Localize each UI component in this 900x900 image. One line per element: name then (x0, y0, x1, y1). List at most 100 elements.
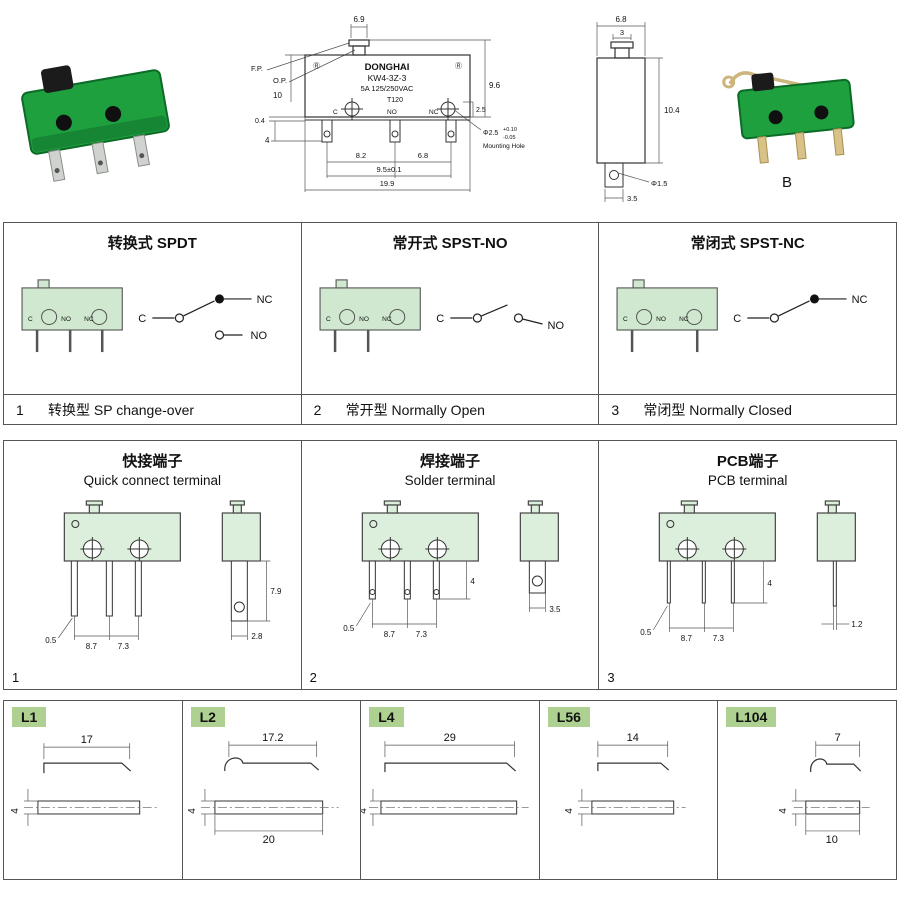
terminal-col-pcb: PCB端子 PCB terminal 0.5 8.7 7.3 4 (599, 441, 896, 689)
dimension-lines (528, 593, 546, 612)
switch-photo-body (722, 71, 855, 164)
dim-label: 10 (826, 834, 838, 846)
dim-label: Φ1.5 (651, 179, 667, 188)
dim-label: 29 (444, 732, 456, 744)
lever-tag: L2 (190, 707, 225, 727)
dim-label: 8.7 (681, 634, 693, 643)
dim-label: 17 (81, 734, 93, 746)
nc-contact (810, 294, 820, 304)
lever-col-l56: L56 14 4 (540, 701, 719, 879)
dim-label: 10 (273, 91, 282, 100)
circuit-label-c: C (734, 313, 742, 325)
dim-label: 0.5 (641, 628, 653, 637)
lever-col-l104: L104 7 4 10 (718, 701, 896, 879)
side-view (221, 500, 261, 622)
terminal-header-cn: 焊接端子 (420, 453, 481, 470)
dimension-lines (58, 616, 139, 640)
terminal-label-no: NO (387, 109, 397, 116)
type-header: 常闭式 SPST-NC (690, 235, 805, 252)
side-view-drawing: 6.8 3 10.4 Φ1.5 3.5 (596, 15, 680, 203)
type-number: 1 (16, 401, 24, 418)
lever-profile (223, 757, 319, 772)
switch-icon: C NO NC (616, 279, 719, 353)
lever-types-table: L1 17 4 L2 17.2 4 20 L4 29 (3, 700, 897, 880)
dim-label: 6.8 (418, 151, 428, 160)
switch-icon: C NO NC (21, 279, 123, 353)
front-view (361, 500, 479, 600)
dim-label: 3.5 (627, 194, 637, 203)
type-col-spdt: 转换式 SPDT C NO NC C NC NO (4, 223, 302, 424)
ul-mark: Ⓡ (455, 62, 462, 70)
type-caption: 常开型 Normally Open (345, 401, 485, 418)
actuator-button (751, 72, 775, 92)
dim-label: 8.7 (383, 630, 395, 639)
terminal-label-c: C (333, 109, 338, 116)
nc-contact (214, 294, 224, 304)
dim-label: 9.6 (489, 81, 501, 90)
lever-profile (384, 762, 517, 773)
terminal-header-cn: 快接端子 (122, 453, 183, 470)
lever-drawing-l1: 17 4 (10, 734, 158, 826)
dim-label: O.P. (273, 76, 287, 85)
dim-label: 4 (778, 808, 789, 814)
type-header: 转换式 SPDT (107, 235, 197, 252)
dim-label: 4 (361, 808, 369, 814)
lever-drawing-l56: 14 4 (564, 732, 686, 826)
switch-icon: C NO NC (319, 279, 421, 353)
circuit-label-no: NO (547, 320, 564, 332)
svg-text:NO: NO (656, 316, 666, 323)
switch-outline (596, 41, 646, 188)
dim-label: 0.5 (343, 624, 355, 633)
mounting-hole-note: Φ2.5 +0.10 -0.05 Mounting Hole (483, 127, 525, 150)
lever-col-l2: L2 17.2 4 20 (183, 701, 362, 879)
type-caption-row: 1 转换型 SP change-over (4, 394, 301, 424)
lever-profile (810, 758, 862, 773)
lever-col-l4: L4 29 4 (361, 701, 540, 879)
front-view-drawing: Ⓡ Ⓡ DONGHAI KW4-3Z-3 5A 125/250VAC T120 … (251, 15, 525, 192)
dim-label: 3 (620, 28, 624, 37)
front-view (659, 500, 777, 604)
product-photo-a (21, 65, 170, 182)
type-col-spst-no: 常开式 SPST-NO C NO NC C NO 2 (301, 223, 600, 424)
terminal-number: 1 (12, 670, 20, 685)
svg-text:C: C (326, 316, 331, 323)
dim-label: 7.3 (713, 634, 725, 643)
terminal-label-nc: NC (429, 109, 439, 116)
side-view (519, 500, 559, 594)
svg-text:NC: NC (382, 316, 392, 323)
actuator-button (41, 65, 74, 93)
switch-types-table: 转换式 SPDT C NO NC C NC NO (3, 222, 897, 425)
svg-text:Φ2.5: Φ2.5 (483, 130, 498, 137)
circuit-label-nc: NC (852, 294, 868, 306)
dimension-lines (653, 560, 768, 632)
temp-text: T120 (387, 97, 403, 104)
mounting-holes (341, 98, 459, 120)
front-view (63, 500, 181, 617)
svg-text:C: C (623, 316, 628, 323)
type-col-spst-nc: 常闭式 SPST-NC C NO NC C NC 3 (599, 223, 897, 424)
circuit-label-no: NO (251, 330, 268, 342)
circuit-label-c: C (138, 313, 146, 325)
lever-base-bar (805, 800, 861, 815)
lever-drawing-l104: 7 4 10 (778, 732, 871, 846)
dim-label: 1.2 (852, 620, 864, 629)
terminal-col-solder: 焊接端子 Solder terminal 0.5 8.7 7.3 4 (302, 441, 600, 689)
dim-label: 9.5±0.1 (377, 165, 402, 174)
lever-tag: L56 (547, 707, 590, 727)
model-text: KW4-3Z-3 (368, 73, 407, 83)
dim-label: 4 (265, 136, 270, 145)
dim-label: 3.5 (549, 605, 561, 614)
circuit-label-c: C (436, 313, 444, 325)
dim-label: 7.3 (118, 642, 130, 651)
dim-label: 2.8 (251, 632, 263, 641)
dim-label: 14 (626, 732, 638, 744)
dim-label: 4 (768, 579, 773, 588)
dimension-lines (230, 560, 271, 640)
dim-label: 4 (10, 808, 21, 814)
rating-text: 5A 125/250VAC (361, 84, 414, 93)
dim-label: 0.4 (255, 118, 265, 125)
lever-tag: L1 (12, 707, 47, 727)
lever-profile (43, 762, 132, 774)
type-caption-row: 3 常闭型 Normally Closed (599, 394, 897, 424)
svg-text:NO: NO (61, 316, 71, 323)
